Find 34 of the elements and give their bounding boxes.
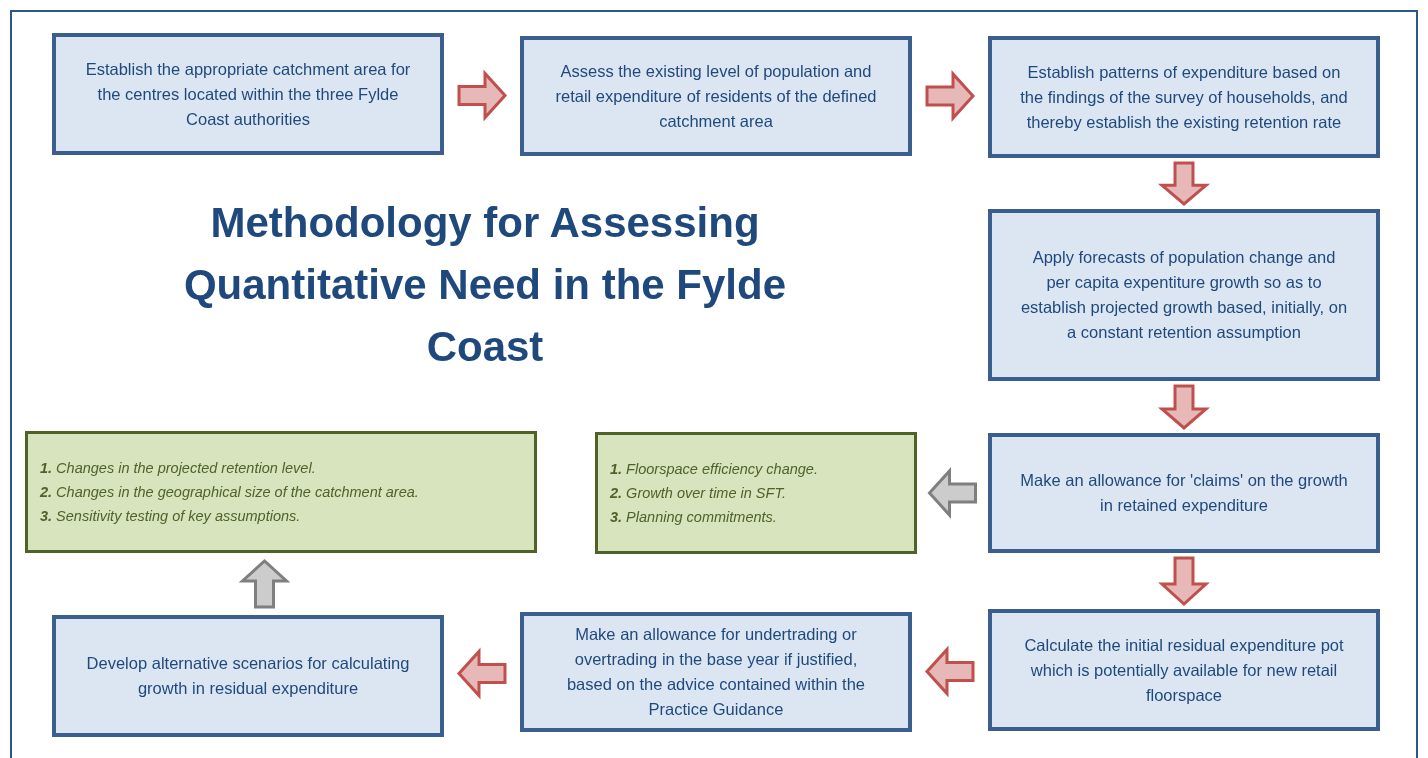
note-item: 3. Sensitivity testing of key assumptions. <box>40 507 302 526</box>
block-arrow <box>1158 384 1210 430</box>
process-box <box>520 36 912 156</box>
block-arrow <box>238 558 291 609</box>
process-box <box>52 33 444 155</box>
step-text: Establish patterns of expenditure based on the findings of the survey of households, and thereby establish the existing retention rate <box>1020 61 1348 133</box>
step-text: Make an allowance for undertrading or overtrading in the base year if justified, based on the advice contained within the Practice Guidance <box>565 624 867 720</box>
step-text: Establish the appropriate catchment area for the centres located within the three Fylde Coast authorities <box>84 58 412 130</box>
note-box <box>595 432 917 554</box>
process-box <box>520 612 912 732</box>
diagram-title: Methodology for Assessing Quantitative Need in the Fylde Coast <box>182 198 788 372</box>
process-box <box>988 433 1380 553</box>
block-arrow <box>456 647 507 700</box>
block-arrow <box>1158 556 1210 607</box>
note-item: 2. Growth over time in SFT. <box>610 484 787 503</box>
block-arrow <box>457 69 508 122</box>
step-text: Calculate the initial residual expenditure pot which is potentially available for new retail floorspace <box>1023 634 1345 706</box>
note-item: 2. Changes in the geographical size of the catchment area. <box>40 483 420 502</box>
block-arrow <box>925 70 976 122</box>
note-item: 1. Floorspace efficiency change. <box>610 460 819 479</box>
process-box <box>988 609 1380 731</box>
note-item: 3. Planning commitments. <box>610 508 778 527</box>
step-text: Assess the existing level of population and retail expenditure of residents of the defined catchment area <box>554 60 878 132</box>
block-arrow <box>1157 161 1211 206</box>
process-box <box>988 209 1380 381</box>
note-box <box>25 431 537 553</box>
step-text: Develop alternative scenarios for calculating growth in residual expenditure <box>85 653 411 699</box>
block-arrow <box>924 645 975 698</box>
step-text: Apply forecasts of population change and per capita expentiture growth so as to establish projected growth based, initially, on a constant retention assumption <box>1020 247 1348 343</box>
note-item: 1. Changes in the projected retention level. <box>40 459 317 478</box>
block-arrow <box>927 467 977 519</box>
step-text: Make an allowance for 'claims' on the growth in retained expenditure <box>1020 470 1348 516</box>
process-box <box>52 615 444 737</box>
process-box <box>988 36 1380 158</box>
